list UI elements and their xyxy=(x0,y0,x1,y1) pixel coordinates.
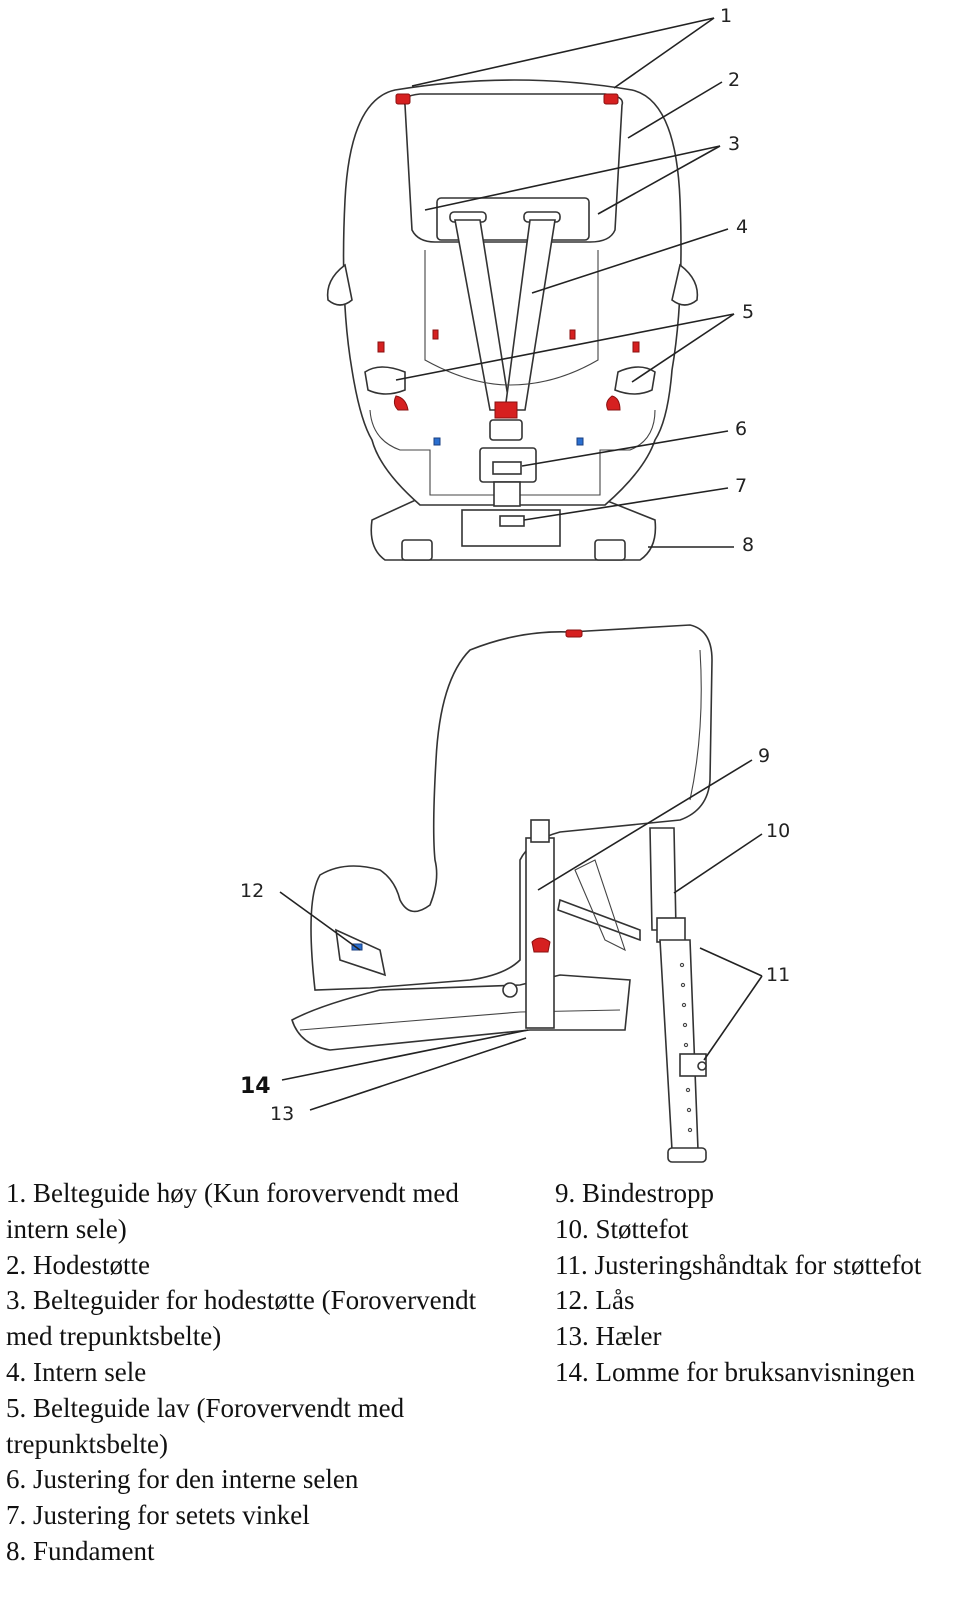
leader-6 xyxy=(521,430,729,467)
legend-item-2: 2. Hodestøtte xyxy=(6,1249,150,1280)
inner-marker-left xyxy=(432,329,439,340)
tether-strap-2 xyxy=(574,859,626,952)
side-view xyxy=(291,624,713,1163)
leader-12 xyxy=(279,891,361,951)
leader-3b xyxy=(597,145,721,215)
harness-adjuster-button xyxy=(492,461,522,475)
callout-6: 6 xyxy=(735,418,747,440)
leader-2 xyxy=(627,81,723,139)
leg-holes xyxy=(679,962,693,1133)
leader-5b xyxy=(631,313,735,383)
support-leg-lower xyxy=(659,939,699,1151)
leg-knob xyxy=(697,1061,707,1071)
callout-1: 1 xyxy=(720,5,732,27)
isofix-red xyxy=(531,937,551,953)
legend-item-10: 10. Støttefot xyxy=(555,1213,689,1244)
top-red-marker xyxy=(565,629,583,638)
blue-marker-left xyxy=(433,437,441,446)
harness-adjuster-strap xyxy=(493,481,521,507)
callout-12: 12 xyxy=(240,880,264,902)
callout-3: 3 xyxy=(728,133,740,155)
car-seat-diagram: 1 2 3 4 5 6 7 8 xyxy=(240,5,790,1163)
callout-9: 9 xyxy=(758,745,770,767)
tether-strap xyxy=(557,898,641,942)
harness-strap-right xyxy=(504,219,556,411)
front-view xyxy=(326,79,699,561)
leader-11a xyxy=(699,947,763,977)
base-foot-left xyxy=(401,539,433,561)
leader-1a xyxy=(411,17,715,87)
callout-14: 14 xyxy=(240,1074,271,1099)
legend-item-14: 14. Lomme for bruksanvisningen xyxy=(555,1356,915,1387)
shell-inner-curve xyxy=(689,649,702,801)
legend-item-11: 11. Justeringshåndtak for støttefot xyxy=(555,1249,922,1280)
leader-5a xyxy=(395,313,735,381)
legend-item-8: 8. Fundament xyxy=(6,1535,155,1566)
belt-guide-high-right xyxy=(603,93,619,105)
leader-4 xyxy=(531,228,729,294)
legend-item-7: 7. Justering for setets vinkel xyxy=(6,1500,310,1531)
base-foot-right xyxy=(594,539,626,561)
side-callouts: 9 10 11 12 14 13 xyxy=(240,745,790,1125)
leader-10 xyxy=(673,833,763,894)
recline-handle xyxy=(499,515,525,527)
parts-legend: 1. Belteguide høy (Kun forovervendt med … xyxy=(0,1176,960,1605)
side-marker-right xyxy=(632,341,640,353)
leader-3a xyxy=(424,145,721,211)
belt-guide-low-red-right xyxy=(606,395,621,411)
pivot-bolt xyxy=(502,982,518,998)
belt-guide-high-left xyxy=(395,93,411,105)
callout-10: 10 xyxy=(766,820,790,842)
callout-13: 13 xyxy=(270,1103,294,1125)
leg-bracket-upper xyxy=(656,917,686,943)
support-leg-upper xyxy=(649,827,677,931)
right-wing xyxy=(671,263,699,306)
legend-item-1: 1. Belteguide høy (Kun forovervendt med … xyxy=(6,1178,459,1244)
belt-guide-low-left xyxy=(364,366,406,395)
callout-5: 5 xyxy=(742,301,754,323)
leg-foot xyxy=(667,1147,707,1163)
leader-14 xyxy=(281,1029,529,1081)
legend-right-column: 9. Bindestropp 10. Støttefot 11. Justeri… xyxy=(555,1176,960,1391)
side-marker-left xyxy=(377,341,385,353)
legend-item-6: 6. Justering for den interne selen xyxy=(6,1464,359,1495)
base-side-line xyxy=(299,1009,621,1031)
legend-item-13: 13. Hæler xyxy=(555,1321,662,1352)
leader-1b xyxy=(613,17,715,89)
legend-item-9: 9. Bindestropp xyxy=(555,1178,714,1208)
seat-shell-side xyxy=(310,624,713,991)
front-callouts: 1 2 3 4 5 6 7 8 xyxy=(395,5,754,556)
callout-8: 8 xyxy=(742,534,754,556)
legend-left-column: 1. Belteguide høy (Kun forovervendt med … xyxy=(6,1176,526,1570)
leader-13 xyxy=(309,1037,527,1111)
legend-item-12: 12. Lås xyxy=(555,1285,635,1316)
blue-marker-right xyxy=(576,437,584,446)
legend-item-5: 5. Belteguide lav (Forovervendt med trep… xyxy=(6,1392,405,1459)
legend-item-3: 3. Belteguider for hodestøtte (Foroverve… xyxy=(6,1285,477,1352)
left-wing xyxy=(326,263,353,306)
buckle xyxy=(489,419,523,441)
leader-9 xyxy=(537,759,753,891)
callout-7: 7 xyxy=(735,475,747,497)
callout-4: 4 xyxy=(736,216,748,238)
callout-2: 2 xyxy=(728,69,740,91)
callout-11: 11 xyxy=(766,964,790,986)
buckle-red xyxy=(494,401,518,419)
leader-7 xyxy=(523,487,729,521)
isofix-post xyxy=(525,837,555,1029)
legend-item-4: 4. Intern sele xyxy=(6,1356,147,1387)
belt-guide-low-red-left xyxy=(393,395,409,411)
inner-marker-right xyxy=(569,329,576,340)
isofix-top xyxy=(530,819,550,843)
leader-11b xyxy=(703,975,763,1061)
